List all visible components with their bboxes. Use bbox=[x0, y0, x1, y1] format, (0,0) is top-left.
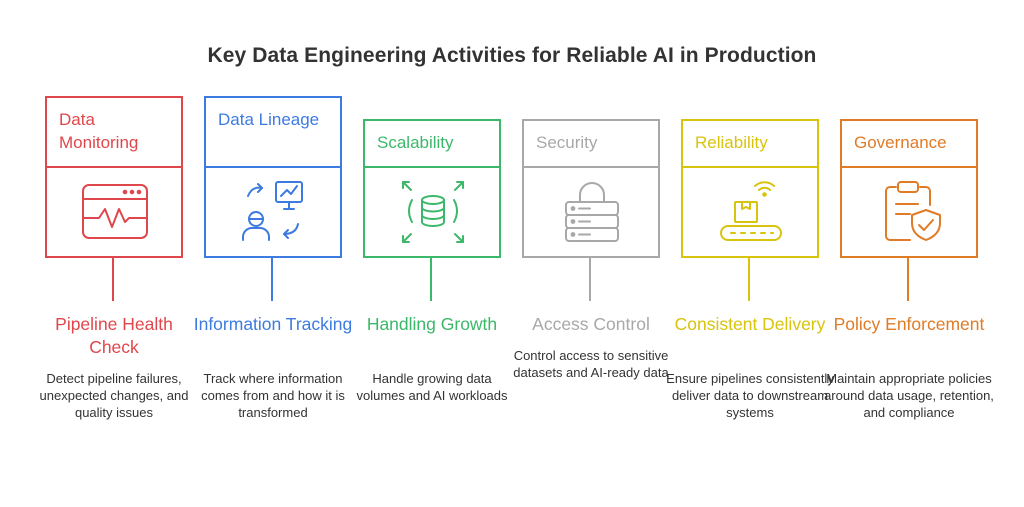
diagram-title: Key Data Engineering Activities for Reli… bbox=[207, 44, 817, 67]
connector-line bbox=[748, 256, 750, 301]
connector-line bbox=[589, 256, 591, 301]
label-policy-enforcement: Policy Enforcement bbox=[833, 314, 985, 334]
card-divider bbox=[47, 166, 181, 168]
column-data-lineage: Data Lineage Information Tracking Track … bbox=[194, 0, 352, 507]
column-governance: Governance Policy Enforcement Maintain a… bbox=[824, 0, 994, 507]
database-expand-icon bbox=[402, 181, 464, 243]
card-governance: Governance bbox=[840, 119, 978, 258]
card-title: Reliability bbox=[695, 133, 768, 152]
description: Maintain appropriate policies around dat… bbox=[824, 371, 994, 420]
connector-line bbox=[112, 256, 114, 301]
person-chart-flow-icon bbox=[242, 181, 303, 241]
label-consistent-delivery: Consistent Delivery bbox=[674, 314, 826, 334]
description: Track where information comes from and h… bbox=[201, 371, 345, 420]
connector-line bbox=[907, 256, 909, 301]
card-divider bbox=[206, 166, 340, 168]
column-scalability: Scalability Handling Growth Handle growi… bbox=[356, 0, 508, 507]
column-data-monitoring: Data Monitoring Pipeline Health Check De… bbox=[40, 0, 188, 507]
card-data-monitoring: Data Monitoring bbox=[45, 96, 183, 258]
card-security: Security bbox=[522, 119, 660, 258]
card-divider bbox=[683, 166, 817, 168]
label-handling-growth: Handling Growth bbox=[366, 314, 498, 334]
monitoring-screen-icon bbox=[82, 184, 148, 239]
card-title: Data Monitoring bbox=[59, 110, 139, 152]
clipboard-shield-icon bbox=[885, 181, 941, 241]
card-reliability: Reliability bbox=[681, 119, 819, 258]
server-lock-icon bbox=[565, 182, 619, 242]
conveyor-box-icon bbox=[720, 181, 782, 241]
label-pipeline-health-check: Pipeline Health Check bbox=[55, 314, 173, 357]
connector-line bbox=[271, 256, 273, 301]
card-title: Governance bbox=[854, 133, 947, 152]
card-title: Security bbox=[536, 133, 598, 152]
description: Handle growing data volumes and AI workl… bbox=[356, 371, 508, 403]
card-title: Data Lineage bbox=[218, 110, 320, 129]
column-reliability: Reliability Consistent Delivery Ensure p… bbox=[666, 0, 834, 507]
card-divider bbox=[365, 166, 499, 168]
description: Detect pipeline failures, unexpected cha… bbox=[39, 371, 189, 420]
connector-line bbox=[430, 256, 432, 301]
description: Control access to sensitive datasets and… bbox=[513, 348, 669, 380]
card-divider bbox=[842, 166, 976, 168]
description: Ensure pipelines consistently deliver da… bbox=[666, 371, 834, 420]
label-access-control: Access Control bbox=[532, 314, 650, 334]
label-information-tracking: Information Tracking bbox=[193, 314, 353, 334]
card-divider bbox=[524, 166, 658, 168]
card-data-lineage: Data Lineage bbox=[204, 96, 342, 258]
card-scalability: Scalability bbox=[363, 119, 501, 258]
column-security: Security Access Control Control access t… bbox=[513, 0, 669, 507]
card-title: Scalability bbox=[377, 133, 454, 152]
